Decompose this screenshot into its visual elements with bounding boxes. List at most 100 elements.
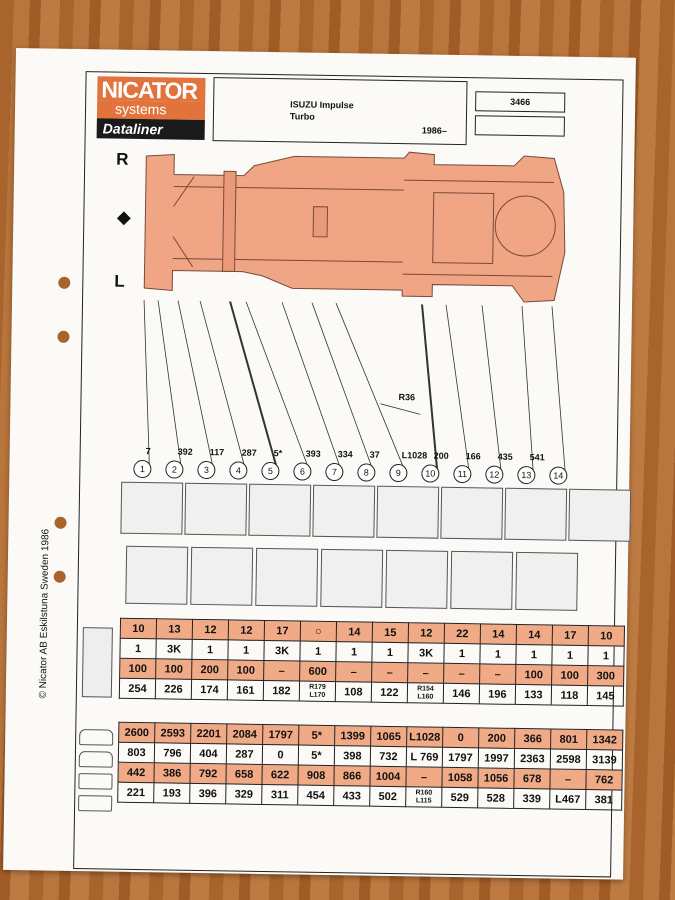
- table-cell: –: [371, 662, 408, 683]
- fixture-picture: [450, 550, 514, 610]
- table-cell: 193: [153, 782, 190, 804]
- table-cell: 5*: [298, 725, 335, 746]
- table-cell: 339: [513, 788, 550, 809]
- table-cell: –: [263, 660, 300, 682]
- table-cell: 529: [441, 787, 478, 808]
- dimension-value: 5*: [273, 448, 283, 459]
- brace: [172, 236, 194, 268]
- punch-hole: [53, 570, 66, 583]
- car-front-icon: [78, 773, 113, 790]
- dimension-value: 393: [305, 448, 321, 459]
- table-cell: 161: [227, 679, 264, 701]
- table-cell: 1: [551, 644, 589, 666]
- table-cell: 386: [153, 762, 191, 784]
- table-cell: 1: [515, 644, 553, 665]
- table-cell: 433: [333, 785, 370, 807]
- table-cell: 2598: [550, 748, 587, 770]
- table-cell: 12: [228, 619, 265, 641]
- dimension-value: 166: [465, 451, 481, 462]
- table-cell: 381: [585, 789, 622, 811]
- table-cell: 300: [587, 665, 624, 687]
- direction-arrow-icon: ◆: [117, 207, 131, 227]
- table-cell: 12: [192, 619, 229, 640]
- chassis-rail: [403, 179, 554, 183]
- table-cell: 10: [588, 625, 625, 647]
- table-cell: 396: [189, 783, 226, 804]
- fixture-picture: [248, 483, 312, 537]
- table-cell: 1399: [334, 725, 371, 747]
- left-side-label: L: [114, 271, 125, 291]
- spare-wheel-well: [494, 195, 556, 257]
- table-cell: 801: [550, 728, 587, 750]
- table-cell: 14: [516, 624, 553, 645]
- table-cell: 866: [333, 765, 371, 787]
- table-cell: 1065: [370, 726, 407, 747]
- table-cell: L467: [549, 788, 586, 810]
- punch-hole: [54, 516, 67, 529]
- logo-nicator: NICATOR: [97, 76, 206, 104]
- table-cell: 2084: [226, 723, 263, 745]
- table-cell: 1056: [477, 767, 515, 789]
- dataliner-sheet: NICATOR systems Dataliner ISUZU Impulse …: [3, 48, 636, 880]
- table-cell: 366: [514, 728, 551, 749]
- car-side-icon: [78, 751, 113, 768]
- table-cell: 100: [227, 659, 264, 681]
- fixture-stand-icon: [81, 627, 113, 698]
- table-cell: 1: [191, 639, 229, 660]
- nicator-logo: NICATOR systems Dataliner: [96, 76, 206, 140]
- table-cell: 118: [551, 684, 588, 706]
- table-cell: 100: [515, 664, 552, 685]
- table-cell: 1: [299, 641, 337, 662]
- sheet-code-box: 3466: [475, 91, 566, 113]
- table-cell: 3K: [407, 642, 445, 664]
- chassis-outline: [143, 151, 566, 303]
- fixture-picture: [440, 486, 504, 540]
- dimension-value: 287: [241, 447, 257, 458]
- table-cell: 221: [117, 782, 154, 803]
- table-cell: 200: [191, 659, 228, 680]
- chassis-rail: [173, 185, 404, 191]
- table-cell: –: [549, 768, 587, 790]
- table-cell: 108: [335, 681, 372, 703]
- dimension-value: 200: [433, 450, 449, 461]
- title-box: ISUZU Impulse Turbo 1986–: [212, 77, 468, 146]
- fixture-picture: [504, 487, 568, 541]
- table-cell: 174: [191, 679, 228, 700]
- dimension-value: 435: [497, 451, 513, 462]
- table-cell: 404: [190, 743, 227, 764]
- table-cell: 732: [370, 746, 407, 767]
- table-cell: 2201: [190, 723, 227, 744]
- table-cell: 100: [551, 664, 588, 686]
- table-cell: 145: [587, 685, 624, 707]
- fixture-picture: [385, 549, 449, 609]
- table-cell: 254: [119, 678, 156, 699]
- car-top-icon: [78, 795, 113, 812]
- table-cell: –: [479, 663, 516, 685]
- table-cell: 1: [587, 645, 625, 667]
- right-side-label: R: [116, 149, 129, 169]
- table-cell: 14: [336, 621, 373, 643]
- crossmember: [222, 170, 237, 272]
- table-cell: 1004: [369, 766, 407, 787]
- dimension-value: 541: [529, 452, 545, 463]
- table-cell: 1997: [478, 747, 515, 769]
- table-cell: 12: [408, 622, 445, 644]
- table-cell: 10: [120, 618, 157, 639]
- dimension-value: 392: [177, 446, 193, 457]
- table-cell: 1: [335, 641, 373, 663]
- vehicle-variant: Turbo: [289, 111, 315, 122]
- table-cell: L1028: [406, 726, 443, 748]
- table-cell: 5*: [298, 745, 335, 766]
- table-cell: 17: [264, 620, 301, 642]
- table-cell: –: [443, 663, 480, 684]
- table-cell: 678: [513, 768, 551, 789]
- table-cell: 0: [442, 727, 479, 748]
- punch-hole: [58, 276, 71, 289]
- table-cell: 622: [261, 764, 299, 786]
- table-cell: 329: [225, 783, 262, 805]
- table-cell: 454: [297, 785, 334, 806]
- car-side-icon: [79, 729, 114, 746]
